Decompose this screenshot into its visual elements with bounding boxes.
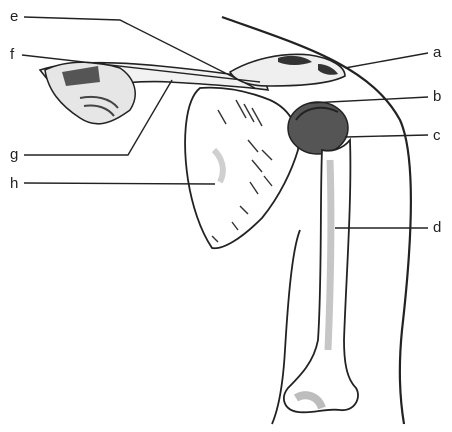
- leader-line-b: [310, 97, 428, 103]
- label-h: h: [10, 176, 18, 191]
- scapula: [185, 88, 298, 249]
- label-e: e: [10, 9, 18, 24]
- humerus-shade: [328, 160, 331, 350]
- leader-line-c: [345, 135, 428, 137]
- label-f: f: [10, 47, 14, 62]
- label-c: c: [433, 128, 441, 143]
- humerus: [284, 140, 358, 412]
- leader-line-h: [24, 183, 215, 184]
- label-a: a: [433, 45, 441, 60]
- humeral-head: [288, 102, 348, 154]
- leader-line-a: [345, 53, 428, 68]
- label-b: b: [433, 89, 441, 104]
- label-g: g: [10, 147, 18, 162]
- label-d: d: [433, 220, 441, 235]
